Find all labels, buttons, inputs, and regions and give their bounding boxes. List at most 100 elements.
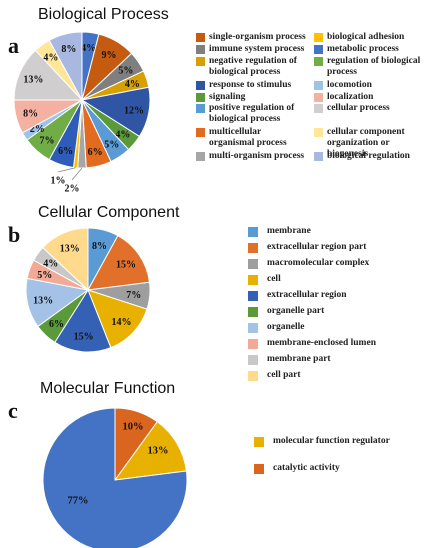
legend-swatch <box>314 152 323 161</box>
legend-swatch <box>254 437 264 447</box>
slice-label: 1% <box>51 176 66 187</box>
slice-label: 2% <box>30 124 45 135</box>
legend-label: cell <box>267 274 281 284</box>
legend-label: locomotion <box>327 79 372 90</box>
panel-title: Biological Process <box>38 6 169 23</box>
legend-swatch <box>196 92 205 102</box>
legend-item: membrane part <box>248 354 428 365</box>
legend-swatch <box>314 33 323 42</box>
legend-label: molecular function regulator <box>273 436 390 446</box>
legend-swatch <box>248 339 258 349</box>
pie-slice <box>42 227 89 292</box>
legend-swatch <box>196 128 205 138</box>
legend-item: multi-organism process <box>196 151 308 162</box>
slice-label: 13% <box>33 296 53 307</box>
legend-item: cell <box>248 274 428 285</box>
slice-label: 15% <box>74 331 94 342</box>
legend-item: metabolic process <box>314 44 426 55</box>
legend-label: negative regulation of biological proces… <box>209 55 297 77</box>
legend-swatch <box>196 152 205 161</box>
slice-label: 13% <box>60 243 80 254</box>
legend-swatch <box>314 92 323 102</box>
panel-biological-process: Biological Process a 4%9%5%4%12%4%5%6%2%… <box>0 0 438 196</box>
legend-label: multi-organism process <box>209 151 305 161</box>
leader-line <box>57 167 76 173</box>
slice-label: 9% <box>101 50 116 61</box>
legend-item: cell part <box>248 370 428 381</box>
slice-label: 5% <box>118 66 133 77</box>
pie-slice <box>87 289 148 349</box>
legend-item: signaling <box>196 92 308 103</box>
legend-swatch <box>248 307 258 317</box>
legend-item: membrane <box>248 226 428 237</box>
legend-swatch <box>314 80 323 90</box>
panel-title: Molecular Function <box>40 380 176 397</box>
slice-label: 8% <box>92 241 107 252</box>
panel-letter: b <box>8 222 21 247</box>
legend-label: membrane-enclosed lumen <box>267 338 376 348</box>
legend-swatch <box>196 80 205 90</box>
legend-item: regulation of biological process <box>314 56 426 78</box>
legend-swatch <box>314 56 323 66</box>
legend-swatch <box>196 33 205 42</box>
legend-label: cellular process <box>327 103 390 114</box>
legend-item: molecular function regulator <box>254 436 434 447</box>
slice-label: 8% <box>23 109 38 120</box>
legend-swatch <box>248 323 258 333</box>
panel-letter: a <box>8 33 19 58</box>
legend-label: membrane part <box>267 354 331 364</box>
legend-item: macromolecular complex <box>248 258 428 269</box>
slice-label: 14% <box>112 317 132 328</box>
slice-label: 6% <box>88 147 103 158</box>
legend-label: membrane <box>267 226 311 236</box>
legend-label: response to stimulus <box>209 79 292 90</box>
legend-swatch <box>314 104 323 114</box>
legend-swatch <box>248 227 258 237</box>
slice-label: 77% <box>68 496 89 507</box>
pie-slice <box>13 49 84 101</box>
legend-label: cellular component organization or bioge… <box>327 127 405 160</box>
legend-label: regulation of biological process <box>327 55 421 77</box>
slice-label: 4% <box>115 129 130 140</box>
legend-label: positive regulation of biological proces… <box>209 103 295 125</box>
legend-swatch <box>248 243 258 253</box>
leader-line <box>71 167 83 181</box>
legend-swatch <box>314 128 323 138</box>
panel-letter: c <box>8 398 18 423</box>
legend-label: signaling <box>209 91 246 102</box>
pie-slice <box>113 421 187 481</box>
pie-chart-biological-process: 4%9%5%4%12%4%5%6%2%1%6%7%2%8%13%4%8% <box>13 31 151 195</box>
legend-label: immune system process <box>209 43 305 54</box>
slice-label: 13% <box>148 446 169 457</box>
legend-item: response to stimulus <box>196 80 308 91</box>
legend-item: organelle <box>248 322 428 333</box>
slice-label: 12% <box>124 105 144 116</box>
legend-item: extracellular region part <box>248 242 428 253</box>
legend-swatch <box>196 56 205 66</box>
legend-swatch <box>248 275 258 285</box>
legend-item: biological regulation <box>314 151 426 162</box>
slice-label: 2% <box>65 184 80 195</box>
legend-label: extracellular region part <box>267 242 367 252</box>
panel-cellular-component: Cellular Component b 8%15%7%14%15%6%13%5… <box>0 196 438 381</box>
slice-label: 4% <box>125 79 140 90</box>
legend-label: organelle part <box>267 306 325 316</box>
slice-label: 5% <box>104 139 119 150</box>
slice-label: 7% <box>126 290 141 301</box>
legend-item: organelle part <box>248 306 428 317</box>
legend-label: single-organism process <box>209 32 306 42</box>
legend-item: cellular component organization or bioge… <box>314 127 426 160</box>
slice-label: 6% <box>58 146 73 157</box>
legend-swatch <box>254 464 264 474</box>
panel-title: Cellular Component <box>38 204 180 221</box>
legend-label: multicellular organismal process <box>209 127 287 149</box>
pie-slice <box>87 234 151 291</box>
legend-label: catalytic activity <box>273 463 340 473</box>
slice-label: 13% <box>23 74 43 85</box>
legend-swatch <box>314 44 323 54</box>
legend-item: cellular process <box>314 103 426 114</box>
pie-chart-molecular-function: 10%13%77% <box>42 407 188 548</box>
slice-label: 4% <box>43 53 58 64</box>
legend-swatch <box>248 371 258 381</box>
legend-item: biological adhesion <box>314 32 426 43</box>
